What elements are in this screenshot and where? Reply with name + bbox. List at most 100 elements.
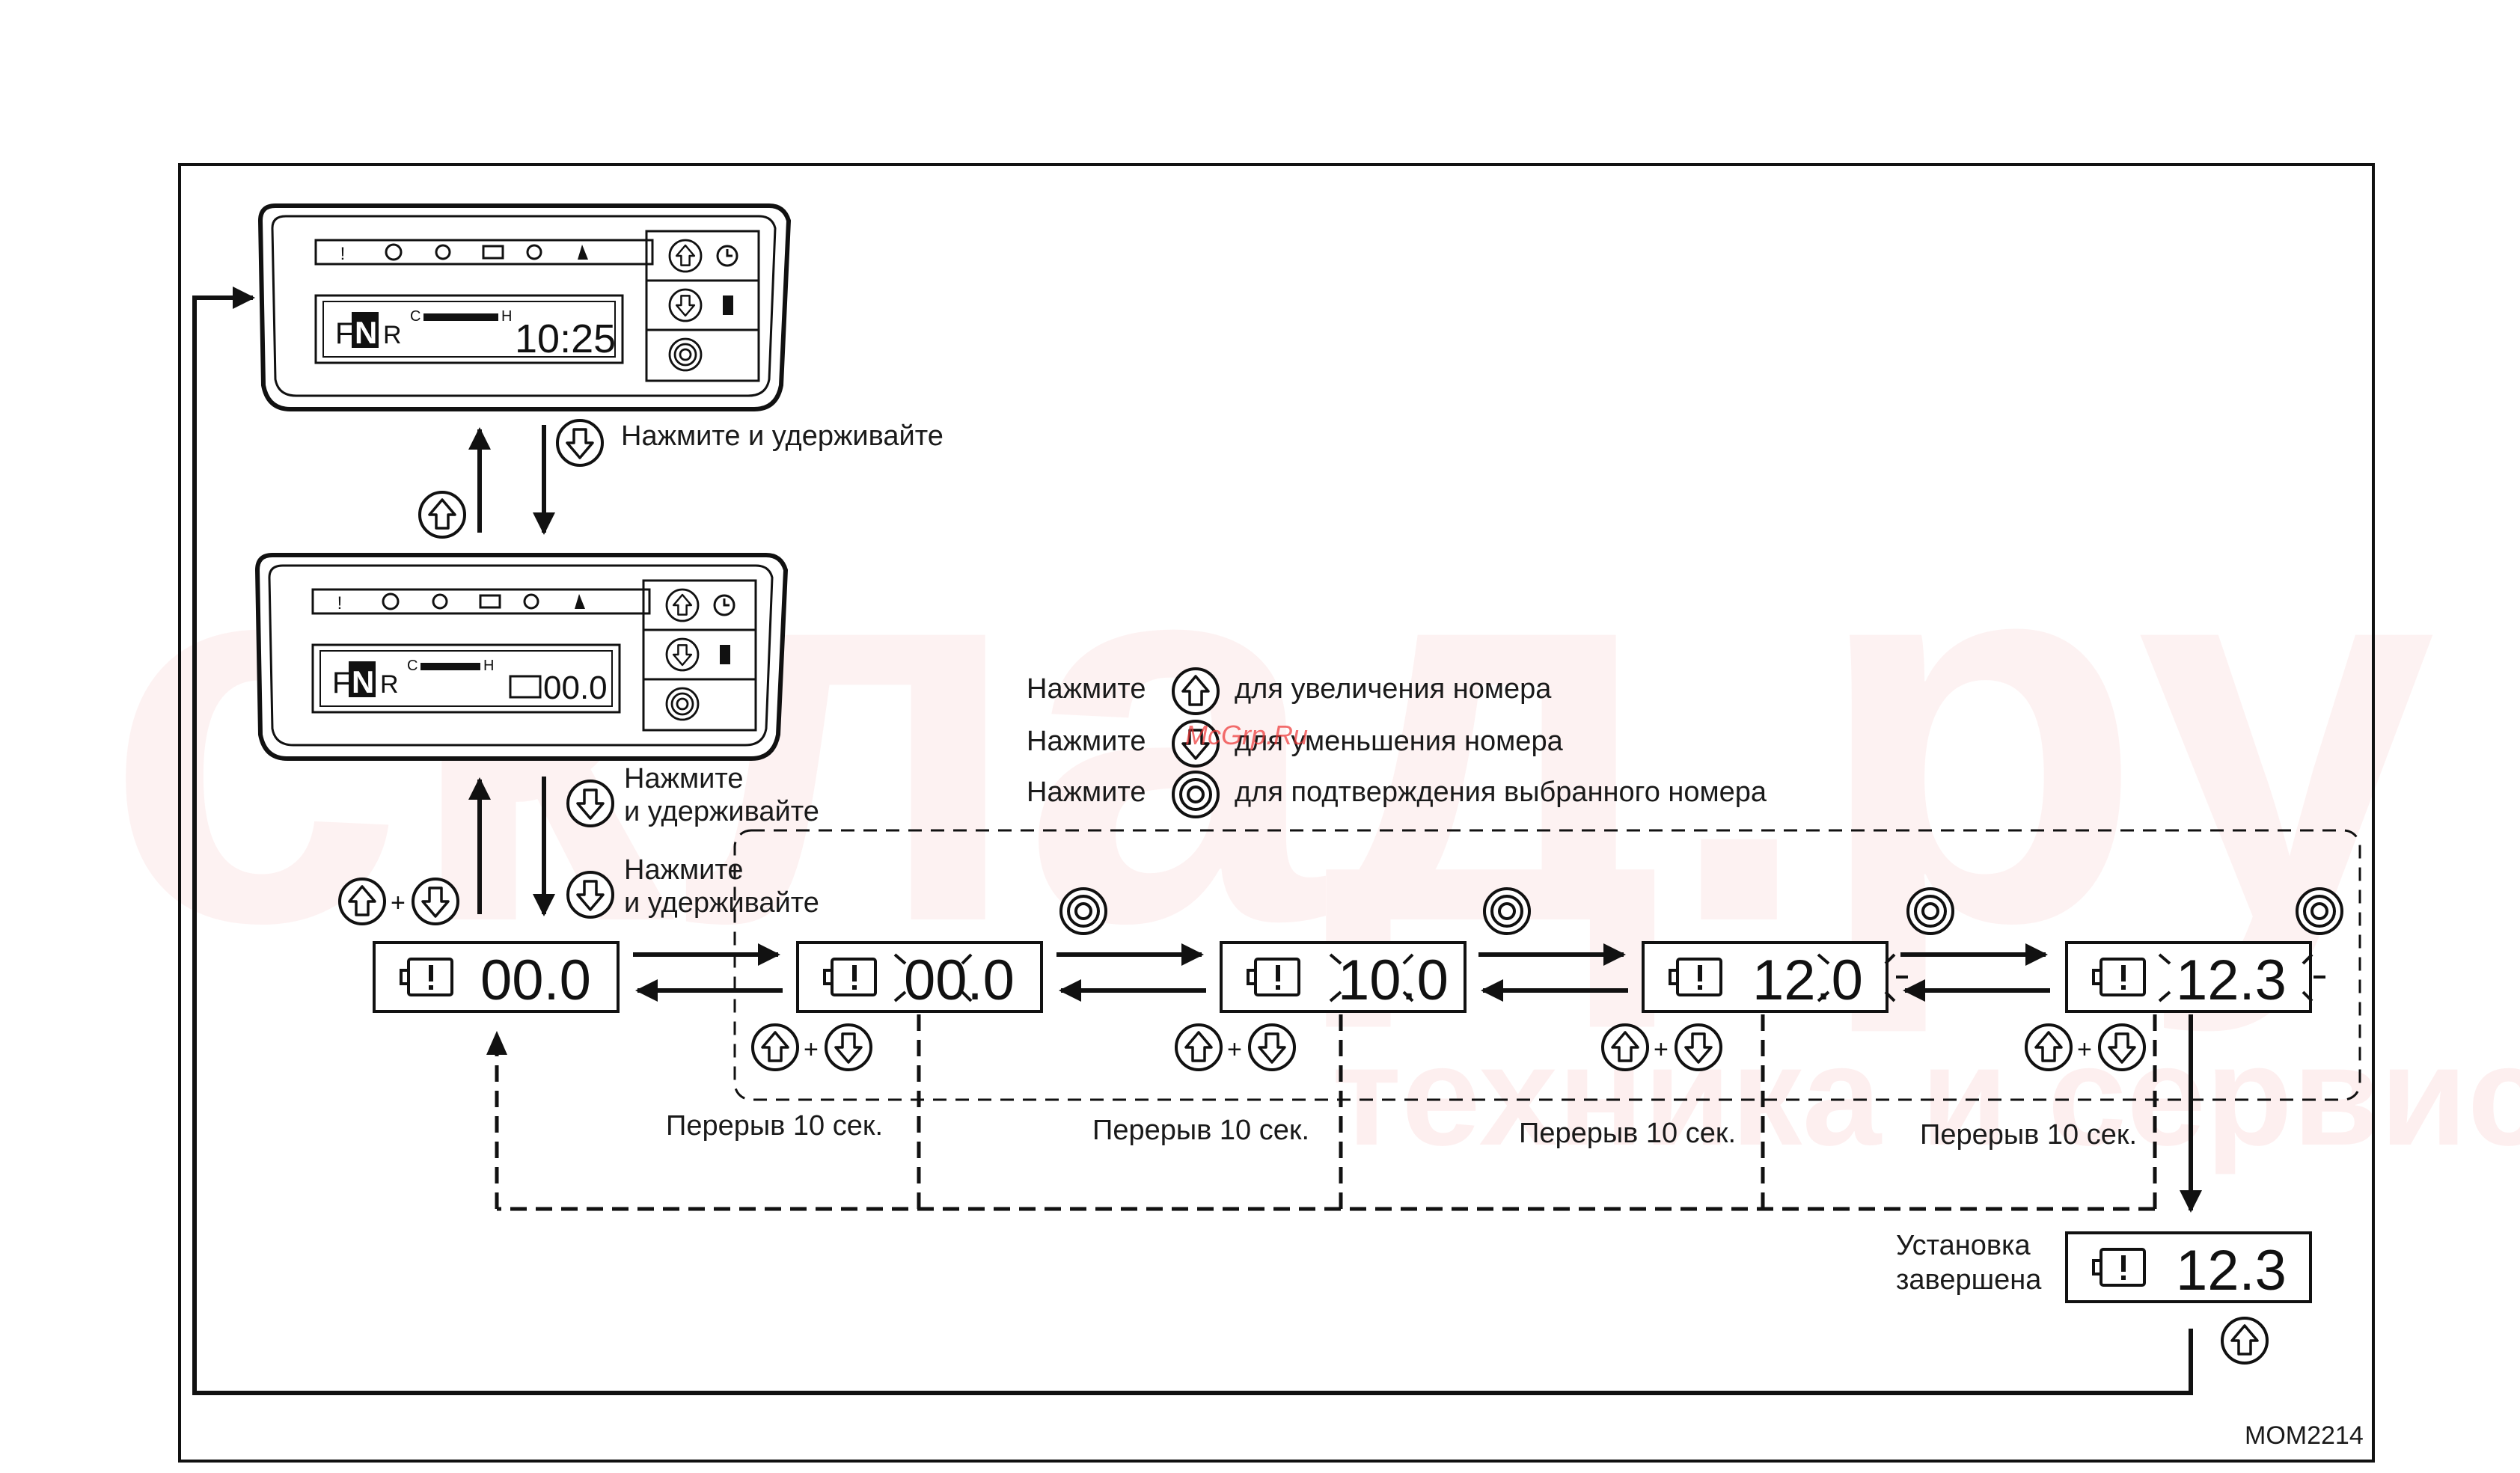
final-display-box: 12.3 — [2065, 1231, 2312, 1303]
legend-text-1: для увеличения номера — [1235, 673, 1552, 705]
press-hold-label-1: Нажмите и удерживайте — [621, 420, 944, 452]
outer-frame — [178, 163, 2375, 1463]
gauge-c: C — [407, 658, 418, 674]
panel2-clock-icon — [713, 594, 735, 616]
svg-text:+: + — [1654, 1035, 1669, 1064]
gear-n: N — [352, 664, 374, 699]
timeout-return-arrowhead — [486, 1031, 507, 1055]
plus-sign-left: + — [391, 889, 406, 917]
up-down-pair-1: + — [751, 1023, 872, 1071]
up-down-pair-3: + — [1601, 1023, 1722, 1071]
display-box-3: 10.0 — [1220, 941, 1467, 1013]
brake-icon — [526, 244, 542, 260]
panel1-confirm-button[interactable] — [668, 337, 703, 372]
figure-code: MOM2214 — [2245, 1421, 2364, 1450]
legend-prefix-1: Нажмите — [1027, 673, 1146, 705]
confirm-icon-3 — [1906, 887, 1954, 935]
pause-label-2: Перерыв 10 сек. — [1092, 1115, 1310, 1146]
legend-prefix-2: Нажмите — [1027, 726, 1146, 757]
display-value-1: 00.0 — [480, 949, 591, 1012]
press-hold-label-3a: Нажмите — [624, 854, 744, 886]
down-arrow-icon-2 — [566, 780, 614, 827]
legend-confirm-icon — [1172, 771, 1220, 818]
down-arrow-icon-1 — [556, 419, 604, 467]
up-arrow-icon-final — [2221, 1317, 2269, 1365]
svg-text:+: + — [2077, 1035, 2092, 1064]
legend-text-3: для подтверждения выбранного номера — [1235, 777, 1767, 808]
lcd-battery-icon — [509, 675, 542, 699]
up-arrow-icon — [2025, 1023, 2073, 1071]
panel2-up-button[interactable] — [665, 588, 700, 622]
gauge-h: H — [483, 658, 494, 674]
watermark-site: McGrp.Ru — [1185, 720, 1309, 750]
seat-icon — [578, 245, 588, 260]
up-down-pair-4: + — [2025, 1023, 2146, 1071]
complete-label-line2: завершена — [1896, 1264, 2042, 1296]
panel1-clock-icon — [716, 245, 738, 267]
down-arrow-icon — [2098, 1023, 2146, 1071]
lcd-voltage-display: 00.0 — [543, 670, 608, 706]
down-arrow-icon — [1248, 1023, 1296, 1071]
down-arrow-icon — [825, 1023, 872, 1071]
legend-text-2: для уменьшения номера — [1235, 726, 1563, 757]
down-arrow-icon-left — [412, 878, 459, 925]
confirm-icon-4 — [2296, 887, 2343, 935]
down-arrow-icon — [1675, 1023, 1722, 1071]
panel1-up-button[interactable] — [668, 239, 703, 273]
up-arrow-icon — [751, 1023, 799, 1071]
complete-label-line1: Установка — [1896, 1230, 2031, 1261]
fan-icon — [435, 244, 451, 260]
display-value-2: 00.0 — [904, 949, 1015, 1012]
press-hold-label-2a: Нажмите — [624, 763, 744, 794]
svg-text:+: + — [804, 1035, 819, 1064]
display-box-1: 00.0 — [373, 941, 620, 1013]
panel1-down-button[interactable] — [668, 288, 703, 322]
display-box-4: 12.0 — [1642, 941, 1908, 1013]
confirm-icon-1 — [1059, 887, 1107, 935]
gear-r: R — [380, 670, 399, 699]
return-line-left — [192, 287, 2193, 1395]
display-value-5: 12.3 — [2176, 949, 2287, 1012]
up-arrow-icon-left-1 — [418, 491, 466, 539]
instrument-panel-top: ! F N R C H 10:25 — [257, 203, 792, 411]
battery-icon — [479, 594, 501, 609]
down-arrow-icon-3 — [566, 871, 614, 919]
gear-f: F — [332, 667, 350, 699]
warning-exclamation-icon: ! — [337, 593, 343, 613]
legend-prefix-3: Нажмите — [1027, 777, 1146, 808]
fan-icon — [432, 593, 448, 610]
panel2-confirm-button[interactable] — [665, 687, 700, 721]
gauge-c: C — [410, 308, 420, 325]
blink-marks-3 — [1329, 953, 1414, 1002]
legend-up-icon — [1172, 667, 1220, 715]
engine-icon — [385, 243, 403, 261]
panel2-down-button[interactable] — [665, 637, 700, 672]
blink-marks-5 — [2158, 953, 2325, 1002]
final-display-value: 12.3 — [2176, 1239, 2287, 1302]
display-box-5: 12.3 — [2065, 941, 2325, 1013]
engine-icon — [382, 592, 400, 610]
panel2-hourglass-icon — [720, 645, 730, 664]
blink-marks-4 — [1817, 953, 1908, 1002]
warning-icon-row-2: ! — [337, 592, 585, 613]
svg-text:+: + — [1227, 1035, 1242, 1064]
lcd-clock-display: 10:25 — [515, 316, 616, 361]
up-arrow-icon — [1601, 1023, 1649, 1071]
press-hold-label-3b: и удерживайте — [624, 887, 819, 919]
seat-icon — [575, 594, 585, 609]
panel1-hourglass-icon — [723, 295, 733, 315]
display-box-2: 00.0 — [796, 941, 1043, 1013]
confirm-icon-2 — [1483, 887, 1531, 935]
battery-icon — [482, 245, 504, 260]
watermark-tagline: техника и сервис — [1332, 1017, 2520, 1175]
timeout-return-path — [495, 1014, 2157, 1211]
up-arrow-icon — [1175, 1023, 1223, 1071]
pause-label-3: Перерыв 10 сек. — [1519, 1118, 1737, 1149]
pause-label-4: Перерыв 10 сек. — [1920, 1119, 2138, 1151]
up-arrow-icon-left-2 — [338, 878, 386, 925]
dashed-region — [733, 829, 2361, 1101]
gear-f: F — [335, 317, 353, 350]
instrument-panel-middle: ! F N R C H 00.0 — [254, 553, 789, 761]
brake-icon — [523, 593, 539, 610]
